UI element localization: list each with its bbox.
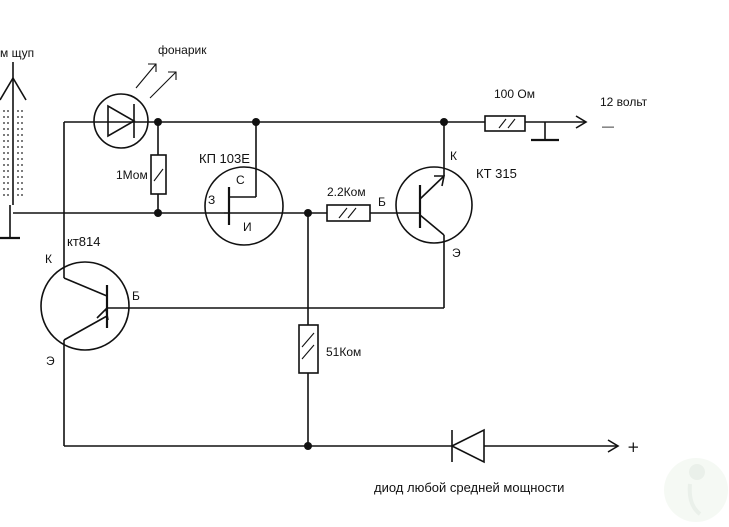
npn-base-label: Б xyxy=(378,195,386,209)
junction-dots xyxy=(154,118,448,450)
resistor-2-2k-label: 2.2Ком xyxy=(327,185,366,199)
resistor-51k xyxy=(298,213,319,446)
diode xyxy=(450,428,485,464)
resistor-1m xyxy=(150,122,167,213)
kt315-label: КТ 315 xyxy=(476,166,517,181)
probe-antenna xyxy=(0,62,27,240)
resistor-100-label: 100 Ом xyxy=(494,87,535,101)
fet-kp103e xyxy=(204,122,308,246)
transistor-kt315 xyxy=(395,122,473,308)
diode-note: диод любой средней мощности xyxy=(374,480,564,495)
kt315-collector-label: К xyxy=(450,149,457,163)
resistor-100 xyxy=(484,115,588,132)
supply-label: 12 вольт xyxy=(600,95,648,109)
fet-gate-label: З xyxy=(208,193,215,207)
resistor-1m-label: 1Мом xyxy=(116,168,148,182)
fet-source-label: И xyxy=(243,220,252,234)
kt814-collector-label: К xyxy=(45,252,52,266)
kt315-emitter-label: Э xyxy=(452,246,461,260)
transistor-kt814 xyxy=(40,261,444,446)
kt814-base-label: Б xyxy=(132,289,140,303)
resistor-51k-label: 51Ком xyxy=(326,345,361,359)
kt814-label: кт814 xyxy=(67,234,100,249)
kt814-emitter-label: Э xyxy=(46,354,55,368)
probe-label: м щуп xyxy=(0,46,34,60)
capacitor-ground xyxy=(531,122,559,142)
top-rail xyxy=(63,121,485,278)
plus-label: + xyxy=(627,438,640,456)
watermark-logo xyxy=(664,458,728,522)
bottom-rail xyxy=(64,439,620,453)
flashlight-label: фонарик xyxy=(158,43,207,57)
resistor-2-2k xyxy=(308,204,420,222)
supply-minus: — xyxy=(602,119,614,133)
fet-label: КП 103Е xyxy=(199,151,250,166)
led-flashlight xyxy=(93,93,149,149)
light-arrows-icon xyxy=(135,63,177,99)
fet-drain-label: С xyxy=(236,173,245,187)
